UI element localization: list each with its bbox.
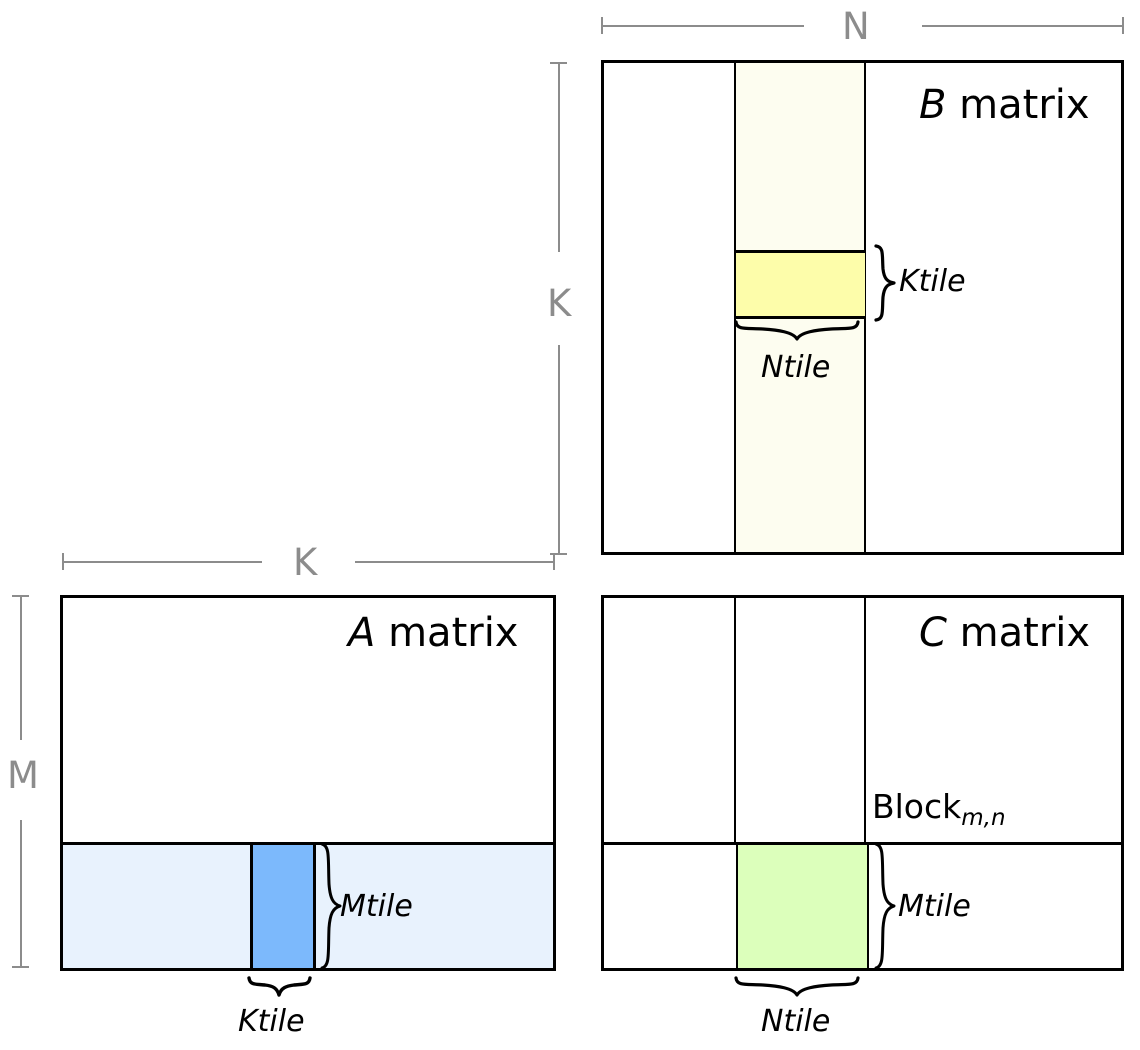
k-horiz-dim-line-left [62,561,262,563]
a-matrix-name: A matrix [348,613,518,653]
a-mtile-label: Mtile [340,889,413,924]
k-horiz-dim-line-right [355,561,555,563]
c-ntile-brace [733,974,867,1000]
a-matrix-row-line [62,842,554,845]
a-matrix-tile [250,845,316,968]
c-ntile-label: Ntile [761,1004,831,1039]
n-dim-label: N [842,5,870,48]
c-matrix-name-symbol: C [919,610,947,656]
k-horiz-dim-label: K [293,541,318,584]
b-ktile-brace [872,243,898,323]
k-vert-dim-line-bottom [558,345,560,555]
b-matrix-name-suffix: matrix [946,82,1090,128]
n-dim-cap-right [1122,17,1124,34]
a-mtile-brace [318,841,344,971]
n-dim-line-left [601,25,804,27]
k-vert-dim-line-top [558,62,560,252]
c-matrix-name: C matrix [919,613,1090,653]
k-vert-dim-label: K [547,282,572,325]
c-mtile-label: Mtile [898,889,971,924]
a-ktile-brace [246,974,318,1000]
a-matrix-name-suffix: matrix [375,610,519,656]
m-dim-line-top [20,595,22,740]
c-matrix-column-line-right [864,597,866,842]
b-ntile-label: Ntile [761,350,831,385]
b-matrix-column-line-right [864,62,866,553]
b-ntile-brace [733,318,867,344]
b-matrix-name-symbol: B [919,82,947,128]
c-matrix-column-line-left [734,597,736,842]
c-matrix-block-label: Blockm,n [872,787,1006,830]
block-label-text: Block [872,787,962,826]
c-matrix-tile [736,845,869,968]
m-dim-line-bottom [20,820,22,968]
block-label-subscript: m,n [961,805,1006,831]
n-dim-line-right [922,25,1123,27]
k-vert-dim-cap-bottom [550,553,567,555]
c-mtile-brace [872,841,898,971]
b-ktile-label: Ktile [899,264,966,299]
a-ktile-label: Ktile [238,1004,305,1039]
b-matrix-tile [736,250,865,319]
c-matrix-name-suffix: matrix [946,610,1091,656]
m-dim-label: M [7,754,39,797]
k-horiz-dim-cap-right [553,553,555,570]
c-matrix-row-line [602,842,1123,845]
m-dim-cap-bottom [12,966,29,968]
a-matrix-name-symbol: A [348,610,376,656]
b-matrix-column-line-left [734,62,736,553]
b-matrix-name: B matrix [919,85,1090,125]
